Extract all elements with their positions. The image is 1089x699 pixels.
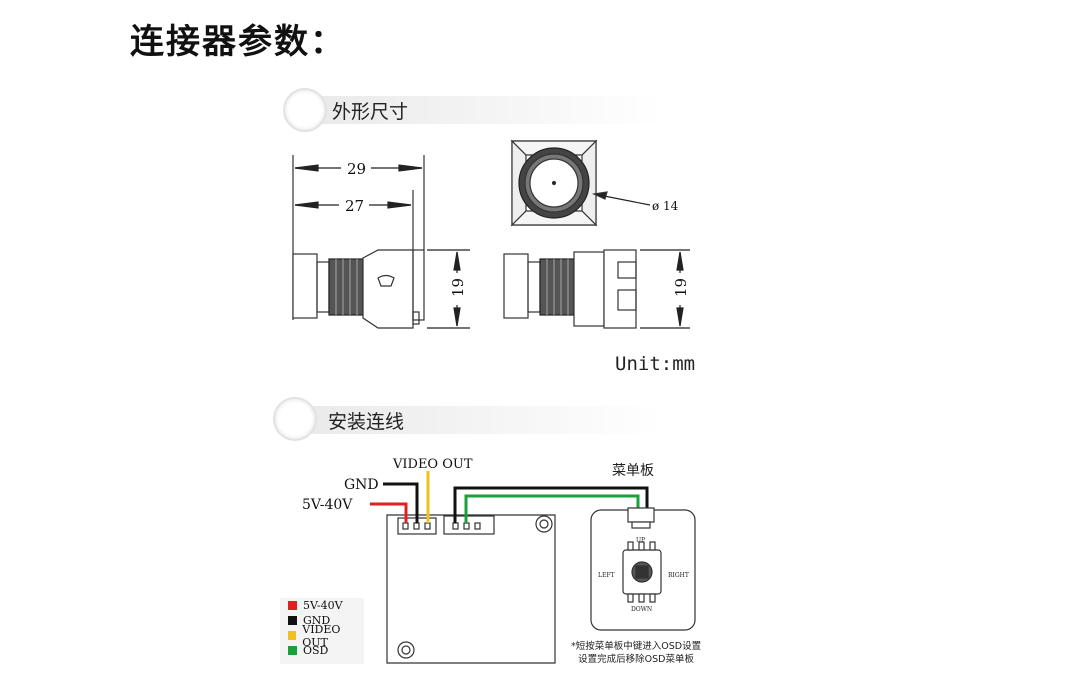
legend-label: 5V-40V xyxy=(303,599,343,612)
dim-19-left-label: 19 xyxy=(449,278,467,297)
dim-29-label: 29 xyxy=(347,160,366,178)
legend-swatch-gnd xyxy=(288,616,297,625)
label-power: 5V-40V xyxy=(302,497,353,513)
legend-label: VIDEO OUT xyxy=(302,622,341,649)
dimension-lines-horizontal xyxy=(294,164,423,209)
wire-color-legend: 5V-40V GND VIDEO OUT OSD xyxy=(280,598,364,664)
legend-item: OSD xyxy=(280,643,364,658)
label-gnd: GND xyxy=(344,477,379,493)
legend-swatch-osd xyxy=(288,646,297,655)
dimension-line-vertical-left xyxy=(427,249,470,329)
wire-osd-black xyxy=(453,486,649,523)
camera-side-view-right xyxy=(503,249,637,329)
camera-front-view xyxy=(510,139,651,227)
legend-swatch-video xyxy=(288,631,297,640)
section-title-wiring: 安装连线 xyxy=(328,411,405,433)
menu-button-left: LEFT xyxy=(598,572,615,579)
osd-note-line2: 设置完成后移除OSD菜单板 xyxy=(578,654,694,665)
legend-item: GND xyxy=(280,613,364,628)
wire-osd-green xyxy=(464,494,640,523)
label-video-out: VIDEO OUT xyxy=(392,457,473,472)
wire-gnd xyxy=(383,482,419,523)
wire-power xyxy=(370,502,408,523)
menu-button-right: RIGHT xyxy=(668,572,689,579)
menu-button-up: UP xyxy=(636,537,645,544)
dim-diameter-label: ø 14 xyxy=(652,199,679,213)
section-title-dimensions: 外形尺寸 xyxy=(332,101,409,123)
legend-item: 5V-40V xyxy=(280,598,364,613)
dim-27-label: 27 xyxy=(345,197,364,215)
wires xyxy=(370,471,649,523)
osd-note-line1: *短按菜单板中键进入OSD设置 xyxy=(571,641,702,652)
osd-menu-board xyxy=(590,507,696,631)
menu-button-down: DOWN xyxy=(631,606,652,613)
section-header-dimensions xyxy=(302,96,662,124)
section-marker-circle xyxy=(283,88,327,132)
dimension-line-vertical-right xyxy=(640,249,690,329)
legend-label: OSD xyxy=(303,644,329,657)
osd-note: *短按菜单板中键进入OSD设置 设置完成后移除OSD菜单板 xyxy=(571,640,701,666)
section-marker-circle xyxy=(273,397,317,441)
unit-label: Unit:mm xyxy=(615,353,696,375)
legend-item: VIDEO OUT xyxy=(280,623,364,649)
camera-side-view xyxy=(292,155,425,329)
page-title: 连接器参数： xyxy=(130,22,346,62)
section-header-wiring xyxy=(293,406,663,434)
menu-board-title: 菜单板 xyxy=(612,463,654,479)
dim-19-right-label: 19 xyxy=(672,278,690,297)
legend-label: GND xyxy=(303,614,331,627)
legend-swatch-power xyxy=(288,601,297,610)
camera-board xyxy=(386,514,556,664)
